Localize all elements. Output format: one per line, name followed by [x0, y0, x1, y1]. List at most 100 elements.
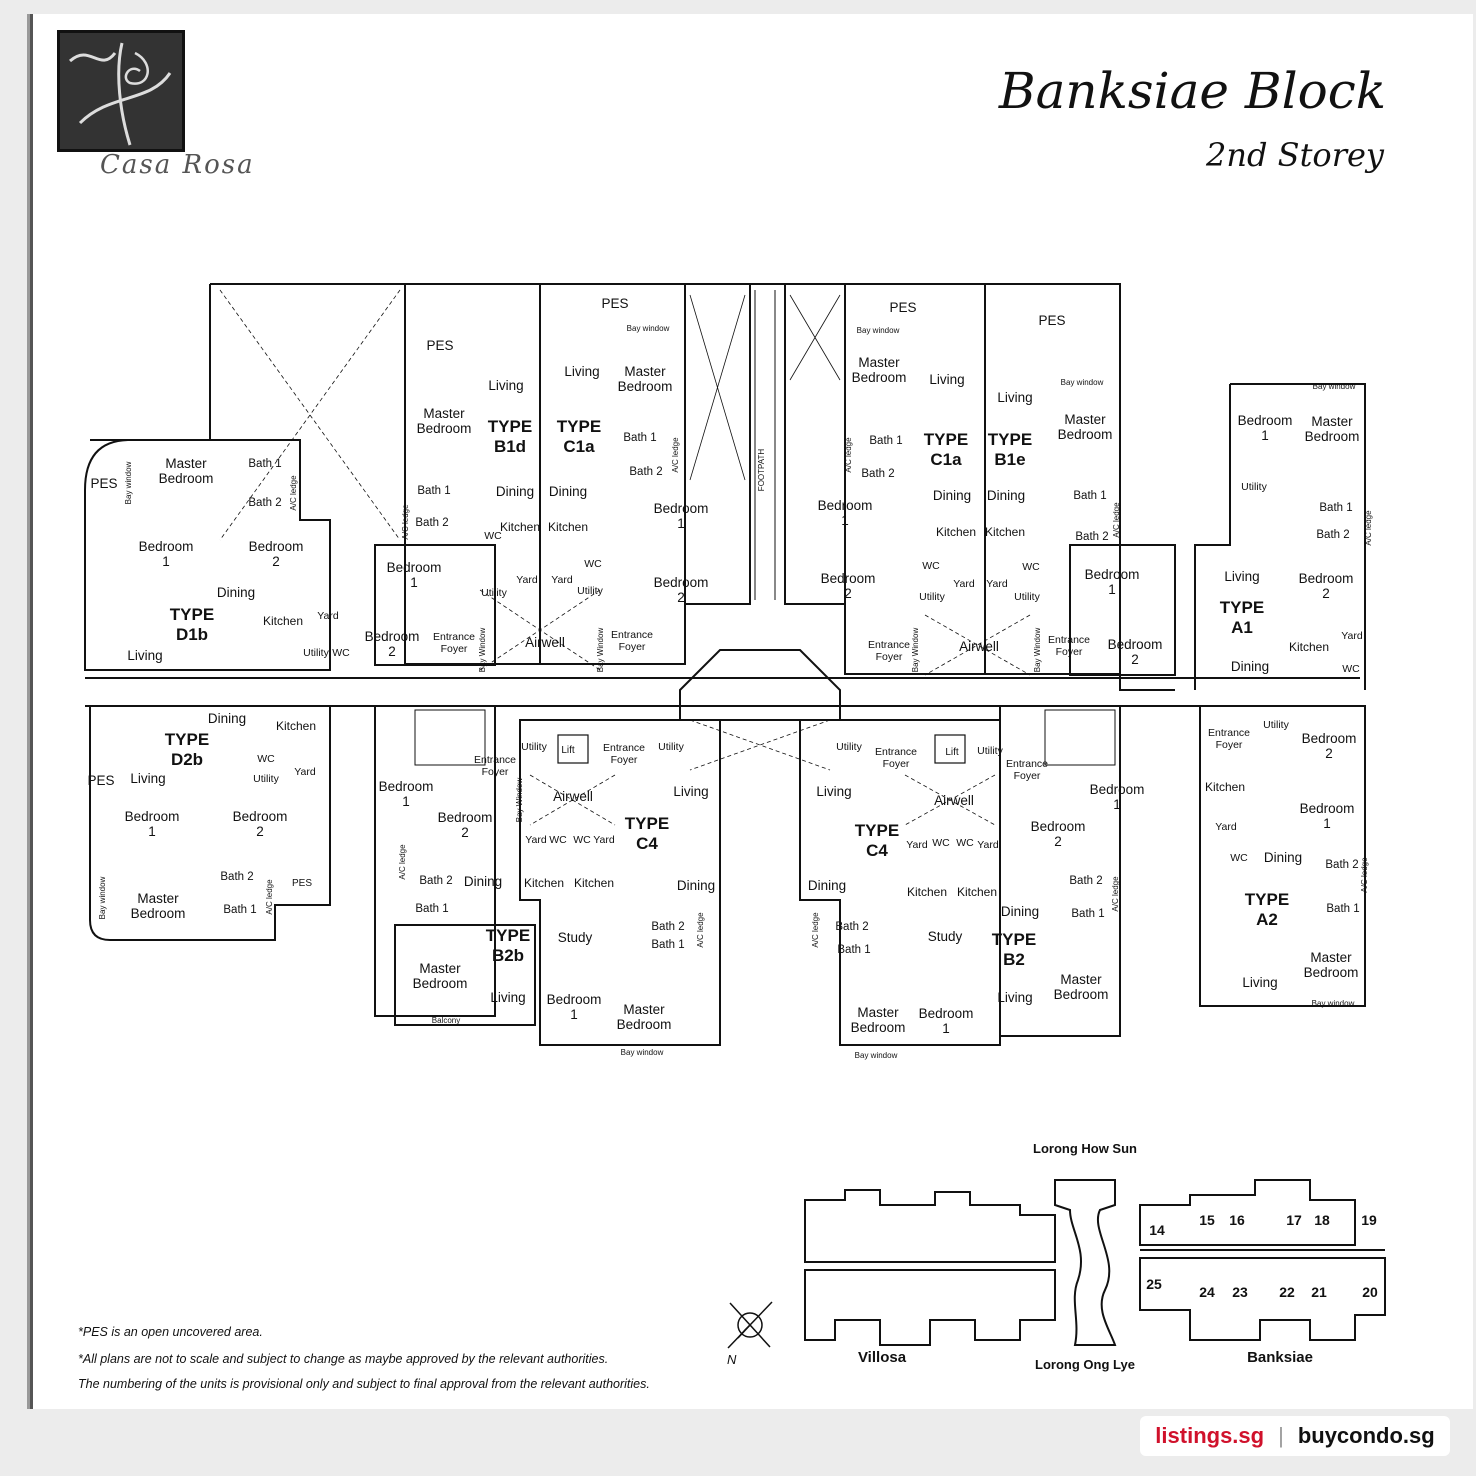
- room-label: Bath 2: [248, 497, 281, 509]
- page-title: Banksiae Block: [998, 62, 1386, 120]
- room-label: Bath 2: [415, 517, 448, 529]
- room-label: Entrance: [1048, 634, 1090, 646]
- room-label: Lift: [561, 745, 575, 756]
- unit-type-labels: TYPE D1b TYPE B1d TYPE C1a TYPE C1a TYPE…: [165, 417, 1289, 969]
- site-unit-number: 18: [1314, 1212, 1330, 1228]
- room-label: Bedroom: [379, 779, 434, 794]
- room-label: Master: [623, 1002, 665, 1017]
- room-label: Living: [997, 990, 1032, 1005]
- plan-walls: [84, 283, 1366, 1046]
- unit-type-label: TYPE: [855, 821, 899, 840]
- unit-type-code: D2b: [171, 750, 203, 769]
- room-label: Master: [1311, 414, 1353, 429]
- room-label: Living: [997, 390, 1032, 405]
- room-label: 2: [1054, 834, 1062, 849]
- listings-link[interactable]: listings.sg: [1155, 1423, 1265, 1448]
- site-unit-number: 14: [1149, 1222, 1165, 1238]
- room-label: Bedroom: [1299, 571, 1354, 586]
- room-label: Dining: [1001, 904, 1039, 919]
- room-labels: PES PES PES PES PES PES PES Master Bedro…: [87, 296, 1373, 1060]
- room-label: Entrance: [875, 746, 917, 758]
- room-label: 2: [256, 824, 264, 839]
- room-label: Bath 1: [651, 939, 684, 951]
- room-label: Bedroom: [1054, 987, 1109, 1002]
- room-label: Bedroom: [919, 1006, 974, 1021]
- unit-type-label: TYPE: [170, 605, 214, 624]
- room-label: Kitchen: [263, 614, 303, 628]
- room-label: Bedroom: [617, 1017, 672, 1032]
- room-label: Bedroom: [1108, 637, 1163, 652]
- room-label: Bath 2: [1316, 529, 1349, 541]
- room-label: Bedroom: [851, 1020, 906, 1035]
- room-label: A/C ledge: [696, 912, 705, 948]
- room-label: Bedroom: [1302, 731, 1357, 746]
- room-label: Master: [858, 355, 900, 370]
- room-label: Bath 1: [869, 435, 902, 447]
- room-label: Bath 1: [1319, 502, 1352, 514]
- footer-separator: |: [1278, 1423, 1284, 1448]
- room-label: Bedroom: [249, 539, 304, 554]
- room-label: Living: [127, 648, 162, 663]
- room-label: Dining: [933, 488, 971, 503]
- watermark-footer: listings.sg | buycondo.sg: [1140, 1416, 1450, 1456]
- room-label: Bedroom: [1305, 429, 1360, 444]
- room-label: Foyer: [876, 651, 903, 663]
- unit-type-code: B1e: [994, 450, 1025, 469]
- room-label: Lift: [945, 747, 959, 758]
- room-label: Bay Window: [478, 628, 487, 673]
- room-label: Yard: [1215, 821, 1237, 833]
- room-label: Study: [558, 930, 593, 945]
- room-label: PES: [87, 773, 114, 788]
- room-label: Bedroom: [618, 379, 673, 394]
- room-label: Bath 1: [837, 944, 870, 956]
- unit-type-label: TYPE: [165, 730, 209, 749]
- site-unit-number: 22: [1279, 1284, 1295, 1300]
- room-label: Yard: [906, 839, 928, 851]
- room-label: Bath 2: [651, 921, 684, 933]
- unit-type-label: TYPE: [1245, 890, 1289, 909]
- room-label: Yard: [986, 578, 1008, 590]
- room-label: Kitchen: [500, 520, 540, 534]
- room-label: Bath 2: [1325, 859, 1358, 871]
- room-label: Utility: [919, 591, 945, 603]
- room-label: Foyer: [883, 758, 910, 770]
- site-unit-number: 17: [1286, 1212, 1302, 1228]
- room-label: Bath 1: [415, 903, 448, 915]
- room-label: Master: [165, 456, 207, 471]
- room-label: Utility: [836, 741, 862, 753]
- room-label: PES: [292, 878, 312, 889]
- block-label-villosa: Villosa: [858, 1349, 907, 1366]
- room-label: Foyer: [611, 754, 638, 766]
- unit-type-code: A1: [1231, 618, 1253, 637]
- room-label: Living: [130, 771, 165, 786]
- room-label: 2: [844, 586, 852, 601]
- room-label: WC: [332, 647, 350, 659]
- unit-type-code: A2: [1256, 910, 1278, 929]
- room-label: Bay window: [98, 876, 107, 919]
- room-label: 1: [942, 1021, 950, 1036]
- room-label: Foyer: [1056, 646, 1083, 658]
- room-label: Living: [564, 364, 599, 379]
- room-label: Bedroom: [438, 810, 493, 825]
- unit-type-code: B1d: [494, 437, 526, 456]
- site-unit-number: 24: [1199, 1284, 1215, 1300]
- room-label: 1: [162, 554, 170, 569]
- block-label-banksiae: Banksiae: [1247, 1349, 1313, 1366]
- room-label: Master: [857, 1005, 899, 1020]
- room-label: WC: [549, 834, 567, 846]
- room-label: Yard: [953, 578, 975, 590]
- unit-type-label: TYPE: [992, 930, 1036, 949]
- room-label: Bedroom: [818, 498, 873, 513]
- room-label: 1: [1108, 582, 1116, 597]
- room-label: 2: [388, 644, 396, 659]
- room-label: A/C ledge: [401, 504, 410, 540]
- room-label: Yard: [294, 766, 316, 778]
- logo-flower-icon: [68, 42, 172, 146]
- room-label: Entrance: [1006, 758, 1048, 770]
- room-label: 1: [148, 824, 156, 839]
- room-label: Bedroom: [131, 906, 186, 921]
- room-label: A/C ledge: [265, 879, 274, 915]
- buycondo-link[interactable]: buycondo.sg: [1297, 1423, 1435, 1448]
- room-label: Bedroom: [387, 560, 442, 575]
- room-label: Bedroom: [1085, 567, 1140, 582]
